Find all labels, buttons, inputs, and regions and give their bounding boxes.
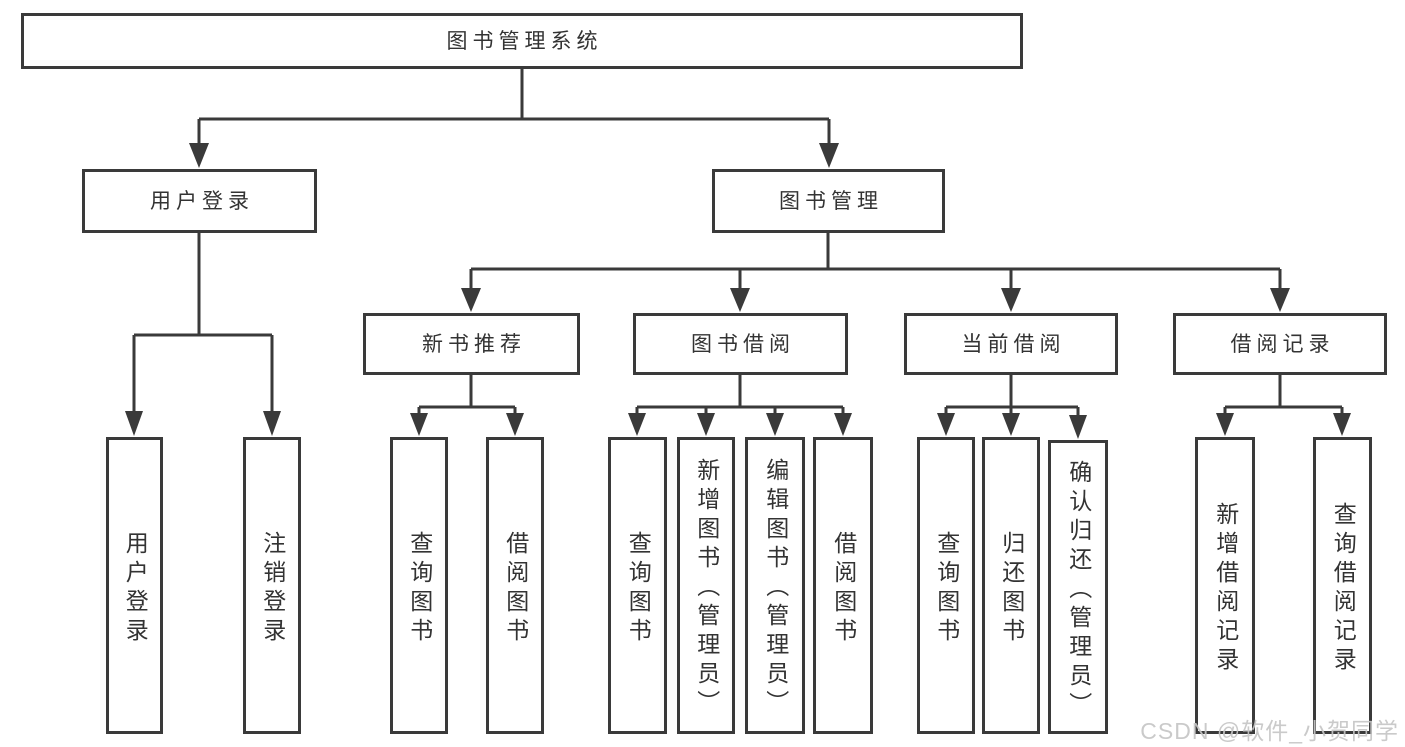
node-user-login-branch-label: 用户登录: [150, 189, 254, 213]
connector-book-borrowing: [635, 375, 845, 415]
leaf-borrow-books-borrowing-label: 借阅图书: [830, 530, 857, 647]
node-current-borrowing: 当前借阅: [904, 313, 1118, 375]
connector-user-login-branch: [132, 233, 274, 414]
arrowheads-new-book-recommend: [410, 413, 524, 436]
leaf-query-books-current: 查询图书: [917, 437, 975, 734]
node-new-book-recommend-label: 新书推荐: [422, 332, 526, 356]
leaf-borrow-books-recommend: 借阅图书: [486, 437, 544, 734]
leaf-add-borrow-record: 新增借阅记录: [1195, 437, 1255, 734]
node-root-label: 图书管理系统: [446, 29, 603, 53]
leaf-logout-label: 注销登录: [259, 530, 286, 647]
leaf-edit-book-admin-label: 编辑图书（管理员）: [762, 458, 789, 719]
node-borrowing-records-label: 借阅记录: [1230, 332, 1335, 356]
leaf-query-borrow-record: 查询借阅记录: [1313, 437, 1372, 734]
arrowheads-user-login-branch: [125, 411, 281, 436]
connector-current-borrowing: [944, 375, 1080, 417]
node-borrowing-records: 借阅记录: [1173, 313, 1387, 375]
connector-borrowing-records: [1223, 375, 1344, 415]
leaf-edit-book-admin: 编辑图书（管理员）: [745, 437, 805, 734]
leaf-confirm-return-admin-label: 确认归还（管理员）: [1065, 459, 1092, 721]
leaf-user-login-label: 用户登录: [122, 530, 149, 647]
leaf-add-borrow-record-label: 新增借阅记录: [1212, 501, 1239, 676]
leaf-return-books: 归还图书: [982, 437, 1040, 734]
node-new-book-recommend: 新书推荐: [363, 313, 580, 375]
arrowheads-current-borrowing: [937, 413, 1087, 439]
node-root: 图书管理系统: [21, 13, 1023, 69]
connector-root-to-level2: [197, 68, 831, 146]
node-book-management: 图书管理: [712, 169, 945, 233]
leaf-query-borrow-record-label: 查询借阅记录: [1330, 501, 1357, 676]
leaf-query-books-recommend: 查询图书: [390, 437, 448, 734]
leaf-borrow-books-recommend-label: 借阅图书: [502, 530, 529, 647]
arrowheads-borrowing-records: [1216, 413, 1351, 436]
leaf-borrow-books-borrowing: 借阅图书: [813, 437, 873, 734]
leaf-add-book-admin: 新增图书（管理员）: [677, 437, 735, 734]
leaf-logout: 注销登录: [243, 437, 301, 734]
node-current-borrowing-label: 当前借阅: [961, 332, 1066, 356]
arrowheads-level2: [189, 143, 839, 168]
node-book-borrowing-label: 图书借阅: [691, 332, 795, 356]
arrowheads-level3: [461, 288, 1290, 312]
connector-new-book-recommend: [417, 375, 517, 415]
leaf-add-book-admin-label: 新增图书（管理员）: [693, 458, 720, 719]
arrowheads-book-borrowing: [628, 413, 852, 436]
leaf-query-books-borrowing-label: 查询图书: [625, 530, 652, 647]
node-book-management-label: 图书管理: [779, 189, 883, 213]
leaf-query-books-recommend-label: 查询图书: [406, 530, 433, 647]
leaf-user-login: 用户登录: [106, 437, 163, 734]
connector-book-management-to-level3: [469, 233, 1282, 291]
leaf-query-books-borrowing: 查询图书: [608, 437, 667, 734]
leaf-confirm-return-admin: 确认归还（管理员）: [1048, 440, 1108, 734]
leaf-query-books-current-label: 查询图书: [933, 530, 960, 647]
watermark-text: CSDN @软件_小贺同学: [1140, 718, 1399, 744]
node-book-borrowing: 图书借阅: [633, 313, 848, 375]
leaf-return-books-label: 归还图书: [998, 530, 1025, 647]
node-user-login-branch: 用户登录: [82, 169, 317, 233]
